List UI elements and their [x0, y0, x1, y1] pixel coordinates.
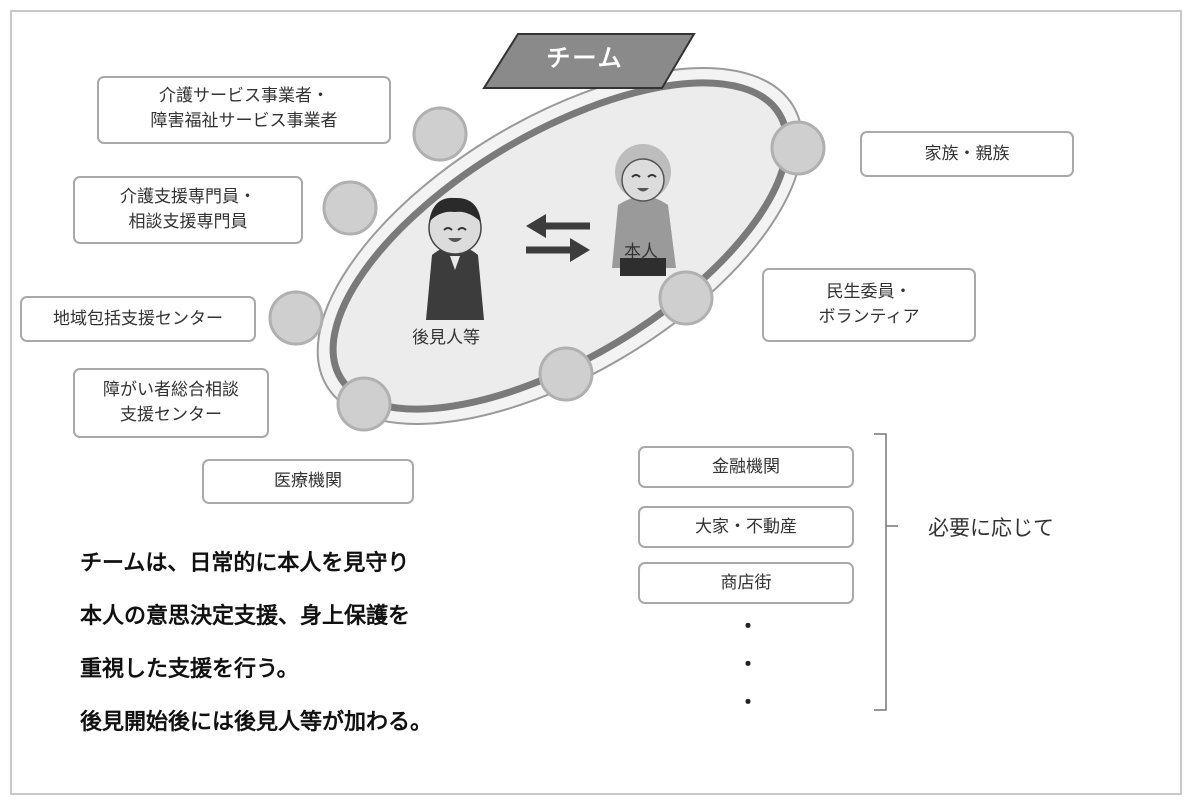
description-line-4: 後見開始後には後見人等が加わる。: [80, 710, 433, 735]
member-line: 介護支援専門員・: [120, 187, 256, 207]
team-title-shape: [482, 33, 696, 89]
diagram-frame: [10, 10, 1182, 795]
optional-label: 金融機関: [712, 456, 780, 477]
member-box-disability-center: 障がい者総合相談 支援センター: [73, 368, 269, 438]
ring-node-family: [770, 120, 826, 176]
member-line: 障がい者総合相談: [103, 380, 239, 400]
optional-label: 商店街: [720, 572, 772, 593]
person-label: 本人: [624, 242, 658, 262]
ring-node-community-center: [268, 290, 324, 346]
member-box-family: 家族・親族: [860, 131, 1074, 177]
member-line: 医療機関: [274, 471, 342, 491]
ring-node-care-managers: [322, 180, 378, 236]
member-line: 障害福祉サービス事業者: [150, 111, 338, 131]
member-box-volunteers: 民生委員・ ボランティア: [762, 268, 976, 342]
member-box-care-managers: 介護支援専門員・ 相談支援専門員: [73, 176, 303, 244]
optional-note: 必要に応じて: [928, 516, 1054, 540]
ellipsis-dot: ・: [738, 652, 758, 676]
ring-node-disability-center: [336, 376, 392, 432]
team-ring-inner: [329, 79, 791, 413]
member-line: 支援センター: [120, 405, 222, 425]
guardian-illustration: [426, 197, 484, 320]
optional-box-shopping-street: 商店街: [638, 562, 854, 604]
guardian-label: 後見人等: [412, 328, 480, 348]
member-line: 相談支援専門員: [128, 212, 248, 232]
ellipsis-dot: ・: [738, 690, 758, 714]
team-title: チーム: [546, 44, 624, 72]
ring-node-volunteers: [658, 270, 714, 326]
ring-node-service-providers: [412, 106, 468, 162]
member-line: 家族・親族: [924, 143, 1010, 164]
description-line-1: チームは、日常的に本人を見守り: [80, 551, 410, 576]
ring-node-medical: [538, 346, 594, 402]
member-box-service-providers: 介護サービス事業者・ 障害福祉サービス事業者: [97, 76, 391, 144]
exchange-arrows-icon: [526, 214, 590, 262]
member-line: 介護サービス事業者・: [159, 86, 329, 106]
member-line: 民生委員・: [826, 282, 912, 302]
member-line: 地域包括支援センター: [53, 308, 223, 329]
member-box-community-center: 地域包括支援センター: [20, 296, 256, 342]
description-line-3: 重視した支援を行う。: [80, 657, 299, 682]
member-box-medical: 医療機関: [202, 459, 414, 504]
optional-box-finance: 金融機関: [638, 446, 854, 488]
member-line: ボランティア: [818, 307, 920, 327]
optional-box-landlord: 大家・不動産: [638, 506, 854, 548]
description-line-2: 本人の意思決定支援、身上保護を: [80, 604, 411, 629]
optional-label: 大家・不動産: [695, 516, 797, 537]
person-illustration: [612, 144, 676, 276]
ring-nodes: [268, 106, 826, 432]
ellipsis-dot: ・: [738, 614, 758, 638]
